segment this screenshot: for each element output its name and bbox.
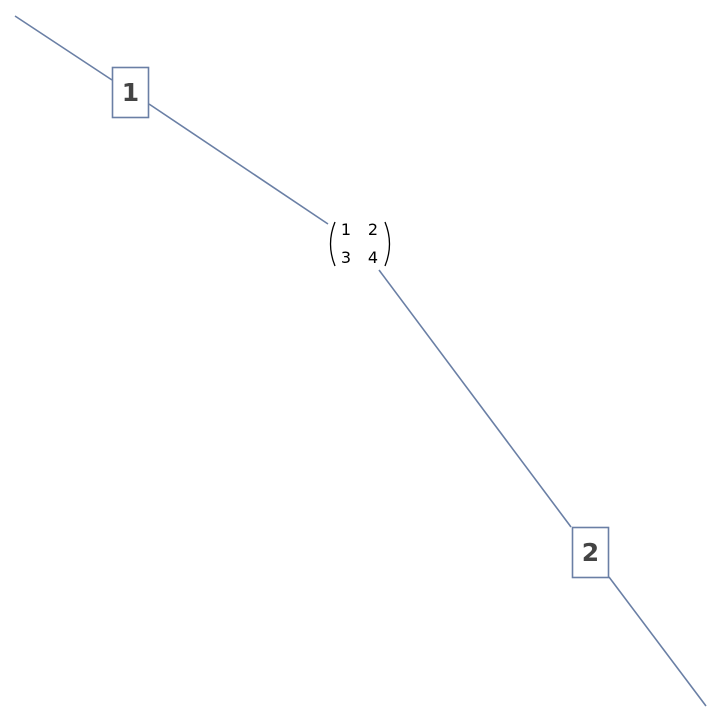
matrix-cell: 3	[341, 248, 351, 267]
node-1-box	[111, 66, 150, 119]
edge-matrix-2	[378, 269, 572, 528]
node-1-label: 1	[122, 78, 139, 107]
node-2[interactable]: 2	[571, 526, 610, 579]
edge-free-1	[14, 15, 113, 81]
matrix-cell: 2	[368, 220, 378, 239]
node-2-label: 2	[582, 538, 599, 567]
edge-1-matrix	[148, 103, 329, 225]
matrix-node[interactable]: 1 2 3 4	[329, 220, 391, 267]
matrix-right-paren	[384, 221, 391, 267]
node-1[interactable]: 1	[111, 66, 150, 119]
node-2-box	[571, 526, 610, 579]
matrix-cell: 1	[341, 220, 351, 239]
matrix-left-paren	[329, 221, 336, 267]
matrix-cell: 4	[368, 248, 378, 267]
edge-2-free	[608, 576, 707, 707]
